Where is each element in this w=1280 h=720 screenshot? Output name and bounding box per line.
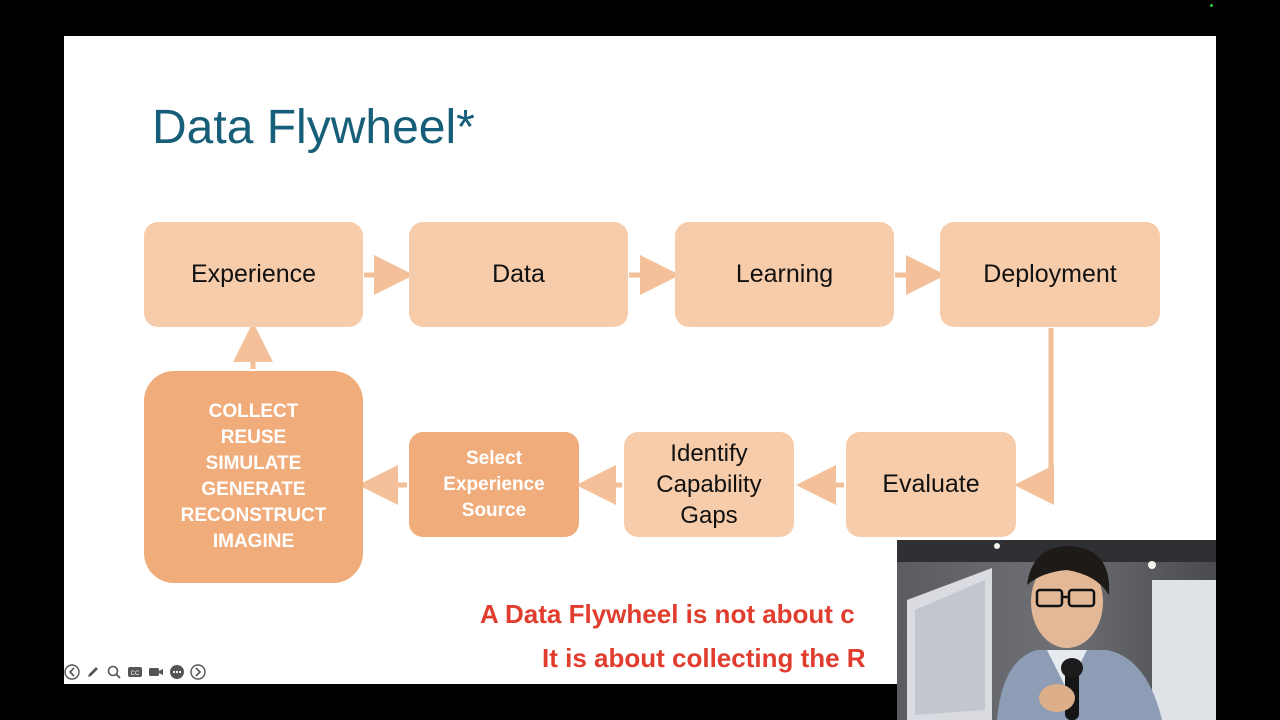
camera-icon[interactable]: [148, 664, 164, 680]
captions-icon[interactable]: CC: [127, 664, 143, 680]
more-icon[interactable]: [169, 664, 185, 680]
box-evaluate: Evaluate: [846, 432, 1016, 537]
presentation-slide: Data Flywheel* Experience Data Learning …: [64, 36, 1216, 684]
message-line-2: It is about collecting the R: [542, 643, 866, 673]
box-identify-capability-gaps: Identify Capability Gaps: [624, 432, 794, 537]
box-select-experience-source: Select Experience Source: [409, 432, 579, 537]
box-learning: Learning: [675, 222, 894, 327]
presenter-webcam-video: [897, 540, 1216, 720]
box-experience: Experience: [144, 222, 363, 327]
forward-arrow-icon[interactable]: [190, 664, 206, 680]
back-arrow-icon[interactable]: [64, 664, 80, 680]
box-experience-sources: COLLECT REUSE SIMULATE GENERATE RECONSTR…: [144, 371, 363, 583]
webcam-frame-illustration: [897, 540, 1216, 720]
status-indicator-dot: [1210, 4, 1213, 7]
box-deployment: Deployment: [940, 222, 1160, 327]
box-data: Data: [409, 222, 628, 327]
zoom-icon[interactable]: [106, 664, 122, 680]
presenter-toolbar: CC: [64, 664, 206, 680]
pen-icon[interactable]: [85, 664, 101, 680]
arrow-deployment-evaluate: [1014, 328, 1054, 505]
slide-title: Data Flywheel*: [152, 101, 475, 154]
svg-text:CC: CC: [131, 671, 140, 677]
message-line-1: A Data Flywheel is not about c: [480, 599, 855, 629]
flow-arrows: [233, 255, 1054, 505]
